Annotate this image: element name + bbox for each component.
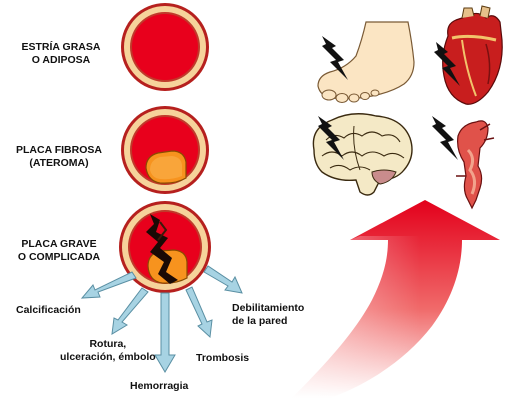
stage-label-fatty-streak: ESTRÍA GRASA O ADIPOSA [6, 41, 116, 67]
label-line: de la pared [232, 315, 304, 328]
stage-label-complicated-plaque: PLACA GRAVE O COMPLICADA [4, 238, 114, 264]
up-arrow-icon [292, 200, 500, 398]
label-trombosis: Trombosis [196, 352, 249, 365]
stage-label-fibrous-plaque: PLACA FIBROSA (ATEROMA) [4, 144, 114, 170]
aorta-icon [456, 121, 494, 208]
stage-label-line: PLACA GRAVE [4, 238, 114, 251]
label-line: ulceración, émbolo [60, 351, 156, 364]
stage-label-line: ESTRÍA GRASA [6, 41, 116, 54]
heart-icon [443, 6, 503, 104]
vessel-fibrous-plaque [121, 106, 209, 194]
label-calcificacion: Calcificación [16, 304, 81, 317]
stage-label-line: (ATEROMA) [4, 157, 114, 170]
stage-label-line: O ADIPOSA [6, 54, 116, 67]
stage-label-line: O COMPLICADA [4, 251, 114, 264]
vessel-fatty-streak [121, 3, 209, 91]
label-line: Rotura, [60, 338, 156, 351]
label-rotura: Rotura, ulceración, émbolo [60, 338, 156, 364]
label-line: Debilitamiento [232, 302, 304, 315]
label-hemorragia: Hemorragia [130, 380, 188, 393]
stage-label-line: PLACA FIBROSA [4, 144, 114, 157]
lightning-icon [432, 116, 458, 160]
label-debilitamiento: Debilitamiento de la pared [232, 302, 304, 328]
